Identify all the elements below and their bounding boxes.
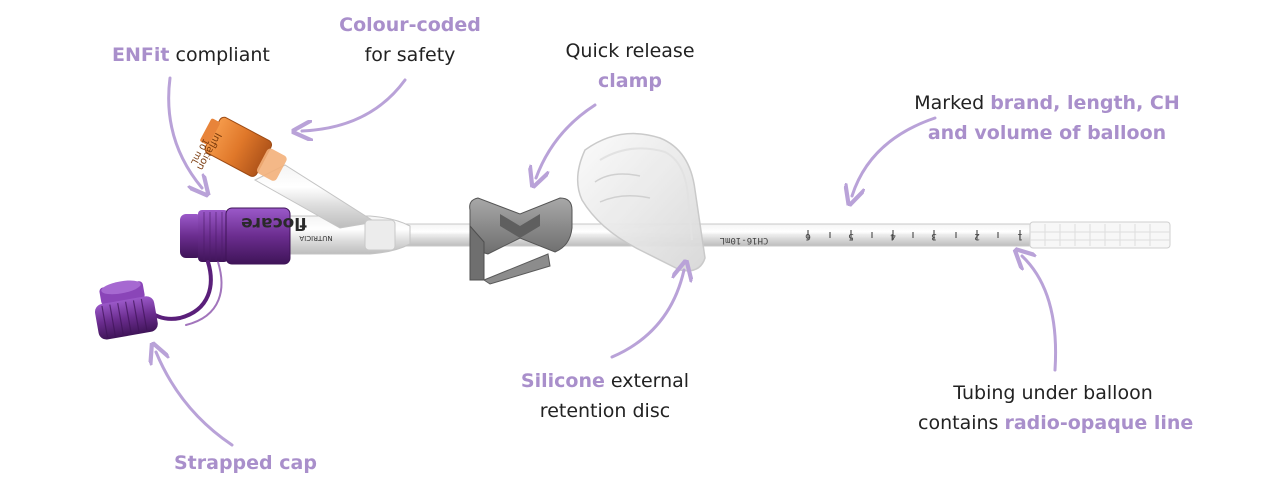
balloon-section xyxy=(1029,221,1171,249)
label-silicone-text2: retention disc xyxy=(539,400,671,422)
label-colour-line1: Colour-coded xyxy=(339,14,481,36)
annotation-arrows xyxy=(156,76,1058,447)
label-tubing: Tubing under balloon contains radio-opaq… xyxy=(918,378,1193,438)
brand-sub-text: NUTRICIA xyxy=(299,234,333,242)
label-enfit: ENFit compliant xyxy=(112,40,270,70)
label-silicone-highlight: Silicone xyxy=(520,370,605,392)
arrow-silicone xyxy=(610,270,684,359)
label-colour-line2: for safety xyxy=(364,44,456,66)
label-marked-text: Marked xyxy=(914,92,991,114)
label-clamp: Quick release clamp xyxy=(545,36,715,96)
label-silicone-text1: external xyxy=(604,370,690,392)
inflation-port: Inflation 10 mL xyxy=(188,116,287,181)
arrow-colour-coded xyxy=(302,78,407,131)
release-clamp xyxy=(469,197,573,285)
label-tubing-line1: Tubing under balloon xyxy=(953,382,1153,404)
tube-marking: CH16-10mL xyxy=(720,235,769,245)
enfit-connector xyxy=(180,207,291,265)
scale-ticks xyxy=(807,230,1021,240)
label-enfit-highlight: ENFit xyxy=(112,44,170,66)
label-clamp-line1: Quick release xyxy=(565,40,695,62)
arrow-enfit xyxy=(167,76,202,188)
retention-disc xyxy=(576,132,706,272)
label-marked-highlight1: brand, length, CH xyxy=(990,92,1180,114)
arrow-clamp xyxy=(536,103,597,178)
scale-number: 2 xyxy=(974,231,980,241)
scale-number: 5 xyxy=(848,231,854,241)
scale-numbers: 6 5 4 3 2 1 xyxy=(805,231,1023,241)
arrow-tubing xyxy=(1022,256,1058,372)
label-silicone: Silicone external retention disc xyxy=(515,366,695,426)
label-cap-highlight: Strapped cap xyxy=(174,452,317,474)
scale-number: 1 xyxy=(1017,231,1023,241)
label-marked-highlight2: and volume of balloon xyxy=(927,122,1167,144)
scale-number: 3 xyxy=(931,231,937,241)
scale-number: 6 xyxy=(805,231,811,241)
arrow-cap xyxy=(156,352,234,447)
label-marked: Marked brand, length, CH and volume of b… xyxy=(912,88,1182,148)
label-tubing-highlight: radio-opaque line xyxy=(1004,412,1194,434)
brand-logo-text: flocare xyxy=(241,213,307,233)
scale-number: 4 xyxy=(890,231,896,241)
label-colour-coded: Colour-coded for safety xyxy=(330,10,490,70)
label-strapped-cap: Strapped cap xyxy=(174,448,317,478)
arrow-marked xyxy=(852,116,937,196)
label-enfit-text: compliant xyxy=(169,44,270,66)
label-tubing-text2: contains xyxy=(918,412,1005,434)
strapped-cap xyxy=(94,260,223,340)
label-clamp-line2: clamp xyxy=(598,70,662,92)
